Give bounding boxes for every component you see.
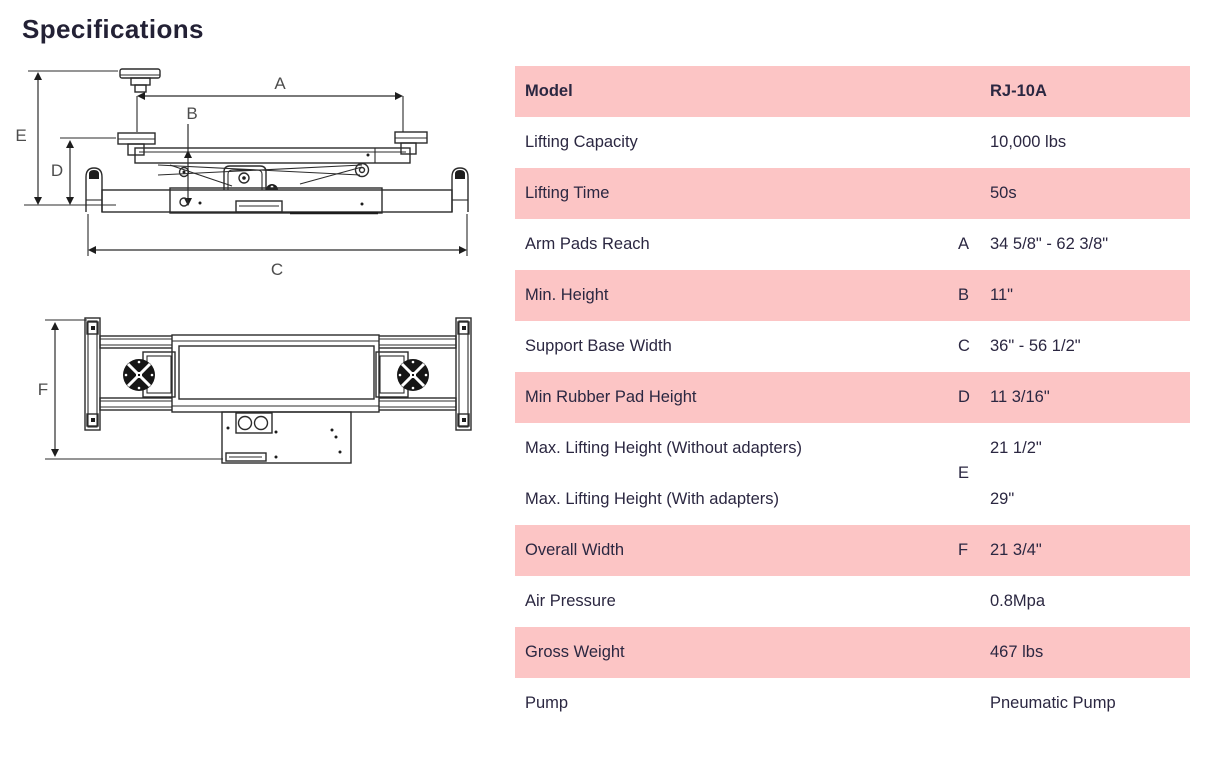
dimension-label-d: D bbox=[51, 161, 63, 180]
left-roller bbox=[85, 167, 103, 212]
row-label: Max. Lifting Height (Without adapters) bbox=[525, 439, 802, 457]
row-value: 0.8Mpa bbox=[990, 592, 1046, 610]
dimension-label-b: B bbox=[186, 104, 197, 123]
row-label: Overall Width bbox=[525, 541, 625, 559]
row-value: 50s bbox=[990, 184, 1017, 202]
row-label: Min. Height bbox=[525, 286, 609, 304]
table-row-min-rubber-pad-height: Min Rubber Pad Height D 11 3/16" bbox=[515, 372, 1190, 423]
row-value: Pneumatic Pump bbox=[990, 694, 1116, 712]
row-label: Max. Lifting Height (With adapters) bbox=[525, 490, 780, 508]
row-value: 21 3/4" bbox=[990, 541, 1042, 559]
row-label: Pump bbox=[525, 694, 569, 712]
lifting-beam bbox=[117, 131, 428, 164]
left-rail bbox=[84, 317, 101, 431]
row-letter: B bbox=[958, 286, 970, 304]
table-row-air-pressure: Air Pressure 0.8Mpa bbox=[515, 576, 1190, 627]
dimension-label-a: A bbox=[274, 74, 286, 93]
row-label: Model bbox=[525, 82, 573, 100]
central-body bbox=[171, 334, 380, 413]
table-row-overall-width: Overall Width F 21 3/4" bbox=[515, 525, 1190, 576]
row-letter: A bbox=[958, 235, 970, 253]
dimension-label-f: F bbox=[38, 380, 48, 399]
table-row-max-lifting-height-with: Max. Lifting Height (With adapters) 29" bbox=[515, 474, 1190, 525]
row-label: Gross Weight bbox=[525, 643, 625, 661]
right-round-pad bbox=[375, 351, 429, 398]
row-value: 10,000 lbs bbox=[990, 133, 1067, 151]
table-row-lifting-time: Lifting Time 50s bbox=[515, 168, 1190, 219]
table-row-pump: Pump Pneumatic Pump bbox=[515, 678, 1190, 729]
pump-plate bbox=[221, 411, 352, 464]
right-rail bbox=[455, 317, 472, 431]
row-label: Lifting Capacity bbox=[525, 133, 638, 151]
table-row-gross-weight: Gross Weight 467 lbs bbox=[515, 627, 1190, 678]
row-value: RJ-10A bbox=[990, 82, 1047, 100]
row-letter: F bbox=[958, 541, 969, 559]
row-value: 11" bbox=[990, 286, 1013, 304]
table-row-min-height: Min. Height B 11" bbox=[515, 270, 1190, 321]
right-roller bbox=[451, 167, 469, 212]
row-label: Min Rubber Pad Height bbox=[525, 388, 697, 406]
row-label: Air Pressure bbox=[525, 592, 616, 610]
dimension-label-e: E bbox=[15, 126, 26, 145]
row-letter: D bbox=[958, 388, 970, 406]
top-view-diagram: F bbox=[38, 317, 472, 464]
row-value: 36" - 56 1/2" bbox=[990, 337, 1081, 355]
spec-table: Model RJ-10A Lifting Capacity 10,000 lbs… bbox=[515, 66, 1190, 729]
row-value: 21 1/2" bbox=[990, 439, 1042, 457]
row-value: 29" bbox=[990, 490, 1015, 508]
rubber-adapter bbox=[119, 68, 161, 93]
base-frame bbox=[85, 167, 469, 215]
page-title: Specifications bbox=[22, 14, 204, 44]
row-letter: C bbox=[958, 337, 970, 355]
row-value: 467 lbs bbox=[990, 643, 1044, 661]
row-value: 34 5/8" - 62 3/8" bbox=[990, 235, 1109, 253]
table-row-lifting-capacity: Lifting Capacity 10,000 lbs bbox=[515, 117, 1190, 168]
row-value: 11 3/16" bbox=[990, 388, 1050, 406]
row-label: Support Base Width bbox=[525, 337, 672, 355]
table-row-arm-pads-reach: Arm Pads Reach A 34 5/8" - 62 3/8" bbox=[515, 219, 1190, 270]
table-row-max-lifting-height-without: Max. Lifting Height (Without adapters) E… bbox=[515, 423, 1190, 482]
side-view-diagram: E D A B bbox=[15, 68, 469, 279]
row-label: Arm Pads Reach bbox=[525, 235, 650, 253]
table-row-support-base-width: Support Base Width C 36" - 56 1/2" bbox=[515, 321, 1190, 372]
row-label: Lifting Time bbox=[525, 184, 610, 202]
table-row-model: Model RJ-10A bbox=[515, 66, 1190, 117]
left-round-pad bbox=[123, 351, 176, 398]
dimension-label-c: C bbox=[271, 260, 283, 279]
row-letter: E bbox=[958, 464, 970, 482]
scissor-mechanism bbox=[157, 162, 370, 190]
